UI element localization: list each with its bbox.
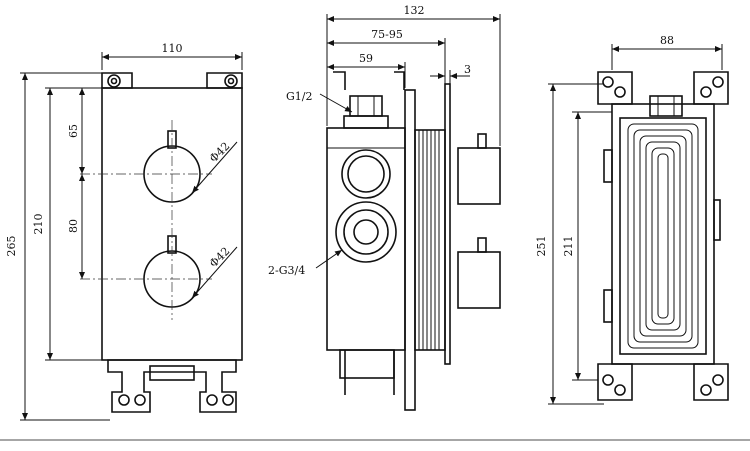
side-body-label: 59 bbox=[359, 52, 373, 65]
lower-spacing-label: 80 bbox=[67, 219, 80, 233]
front-height-inner-label: 210 bbox=[32, 214, 45, 235]
side-total-label: 132 bbox=[404, 4, 425, 17]
upper-spacing-label: 65 bbox=[67, 124, 80, 138]
lower-valve-stem bbox=[457, 237, 501, 309]
outlet-label: 2-G3/4 bbox=[268, 264, 305, 277]
inlet-label: G1/2 bbox=[286, 90, 313, 103]
side-plate-label: 3 bbox=[464, 63, 471, 76]
back-top-bracket-right bbox=[693, 71, 729, 105]
front-top-bracket-right bbox=[206, 72, 243, 89]
front-height-total-label: 265 bbox=[5, 236, 18, 257]
side-range-label: 75-95 bbox=[371, 28, 403, 41]
back-width-label: 88 bbox=[660, 34, 674, 47]
back-height-inner-label: 211 bbox=[562, 236, 575, 257]
front-width-label: 110 bbox=[162, 42, 183, 55]
lower-knob-diameter-label: Φ42 bbox=[207, 245, 232, 270]
lower-port bbox=[335, 201, 397, 263]
back-bottom-bracket-left bbox=[597, 363, 633, 401]
back-channels bbox=[627, 123, 699, 349]
inlet-fitting bbox=[343, 95, 389, 129]
back-frame bbox=[611, 103, 715, 365]
back-bottom-bracket-right bbox=[693, 363, 729, 401]
back-top-bracket-left bbox=[597, 71, 633, 105]
upper-port bbox=[341, 149, 391, 199]
side-view: 132 75-95 59 3 G1/2 2-G3/4 bbox=[268, 4, 501, 411]
upper-valve-stem bbox=[457, 133, 501, 205]
side-body bbox=[326, 127, 406, 351]
upper-knob-diameter-label: Φ42 bbox=[207, 140, 232, 165]
back-view: 88 251 211 bbox=[535, 34, 729, 405]
front-bottom-bracket bbox=[107, 359, 237, 413]
front-view: 110 265 210 65 80 Φ42 Φ42 bbox=[5, 42, 243, 421]
front-top-bracket-left bbox=[101, 72, 133, 89]
back-height-outer-label: 251 bbox=[535, 236, 548, 257]
